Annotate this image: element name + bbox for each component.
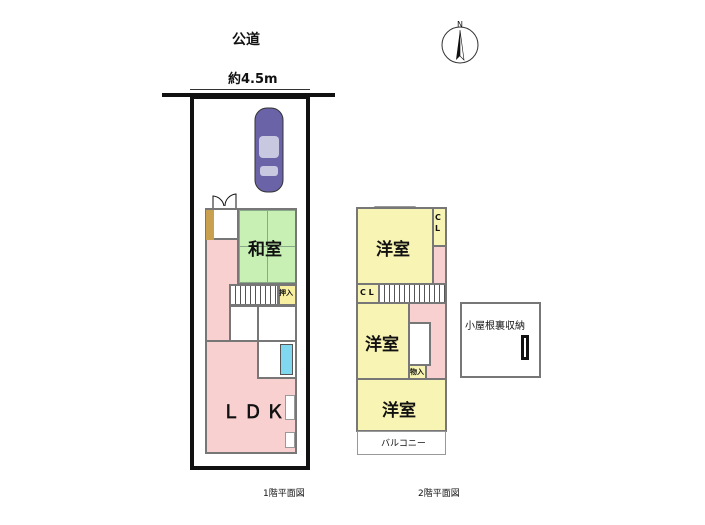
closet-stair-label: C L (360, 288, 374, 297)
toilet-2f (408, 322, 431, 366)
closet-1f-label: 押入 (279, 289, 293, 297)
stove (285, 432, 295, 448)
north-compass-icon (440, 22, 480, 64)
stairs-1f (229, 284, 279, 306)
kitchen-sink (285, 395, 295, 420)
closet-top-label: C L (435, 213, 441, 233)
hallway-2f-top (432, 245, 447, 285)
balcony-label: バルコニー (381, 439, 426, 449)
dimension-line (190, 89, 310, 90)
bathtub (280, 344, 293, 375)
balcony (357, 431, 446, 455)
floor1-caption: 1階平面図 (263, 489, 305, 499)
road-label: 公道 (232, 32, 260, 48)
north-label: N (457, 20, 463, 29)
stairs-2f (378, 283, 447, 304)
floor2-caption: 2階平面図 (418, 489, 460, 499)
ldk-label: ＬＤＫ (222, 402, 288, 423)
shoe-cabinet (206, 210, 214, 240)
western-room-top-label: 洋室 (376, 240, 410, 260)
japanese-room-label: 和室 (248, 240, 282, 260)
attic-hatch (521, 335, 529, 360)
western-room-bottom-label: 洋室 (382, 401, 416, 421)
japanese-room (237, 208, 297, 285)
car-icon (252, 106, 286, 194)
storage-2f-label: 物入 (410, 368, 424, 376)
lot-boundary (190, 95, 310, 470)
entrance-door-icon (212, 192, 238, 208)
western-room-middle-label: 洋室 (365, 335, 399, 355)
attic-label: 小屋根裏収納 (465, 321, 525, 332)
western-room-top (356, 207, 434, 285)
toilet-1f (229, 305, 259, 342)
dimension-label: 約4.5m (228, 72, 278, 87)
western-room-middle (356, 302, 410, 380)
washroom (257, 305, 297, 342)
